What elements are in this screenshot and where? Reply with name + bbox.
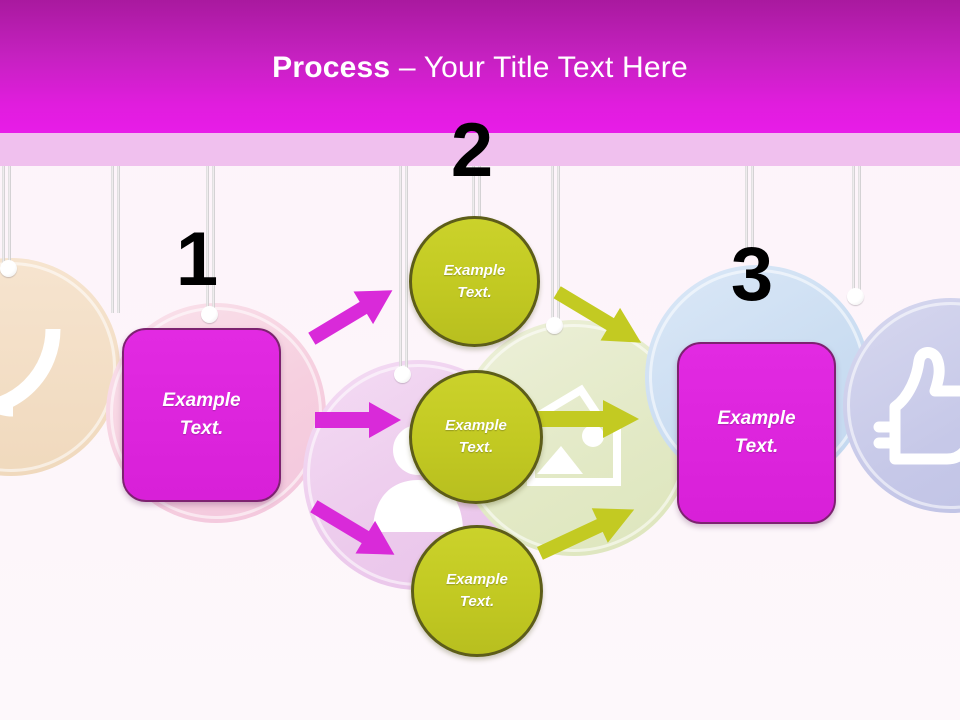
arrow-bubble-3-to-3	[533, 493, 643, 569]
bubble-2[interactable]: Example Text.	[409, 370, 543, 504]
rss-circle	[0, 258, 120, 476]
title-underbar	[0, 133, 960, 166]
hanging-string	[745, 133, 748, 255]
title-bar	[0, 0, 960, 133]
rss-icon	[0, 258, 120, 476]
hanging-string	[206, 133, 209, 315]
arrow-bubble-1-to-3	[548, 281, 652, 355]
hanging-string	[472, 133, 475, 219]
step-1-text-line2: Text.	[179, 418, 224, 439]
bubble-2-text-line1: Example	[445, 417, 507, 434]
step-number-1-text: 1	[175, 217, 219, 302]
arrow-1-to-bubble-2	[313, 400, 403, 440]
step-1-text: Example Text.	[162, 387, 240, 443]
page-title-strong: Process	[272, 51, 391, 84]
bubble-2-text-line2: Text.	[458, 439, 494, 456]
string-bead	[201, 306, 218, 323]
page-title-rest: – Your Title Text Here	[390, 51, 688, 84]
string-bead	[546, 317, 563, 334]
step-number-3-text: 3	[730, 232, 774, 317]
step-1-box[interactable]: Example Text.	[122, 328, 281, 502]
hanging-string	[212, 133, 215, 315]
hanging-string	[858, 133, 861, 295]
string-bead	[394, 366, 411, 383]
hanging-string	[852, 133, 855, 295]
hanging-string	[751, 133, 754, 255]
hanging-string	[551, 133, 554, 325]
hanging-string	[111, 133, 114, 313]
step-3-box[interactable]: Example Text.	[677, 342, 836, 524]
arrow-1-to-bubble-1	[303, 281, 403, 347]
bubble-1-text-line2: Text.	[457, 283, 492, 301]
hanging-string	[557, 133, 560, 325]
hanging-string	[117, 133, 120, 313]
thumbsup-circle	[843, 298, 960, 513]
bubble-3-text: Example Text.	[446, 569, 508, 613]
step-number-3: 3	[707, 237, 797, 313]
step-3-text-line2: Text.	[734, 436, 779, 457]
step-number-2-text: 2	[450, 108, 494, 193]
bubble-1-text-line1: Example	[443, 261, 506, 279]
arrow-bubble-2-to-3	[525, 398, 641, 440]
step-number-2: 2	[427, 113, 517, 189]
hanging-string	[478, 133, 481, 219]
bubble-2-text: Example Text.	[445, 415, 507, 459]
thumbs-up-icon	[843, 298, 960, 513]
page-title: Process – Your Title Text Here	[0, 50, 960, 86]
bubble-3-text-line1: Example	[446, 571, 508, 588]
hanging-string	[399, 133, 402, 373]
hanging-string	[8, 133, 11, 265]
bubble-3-text-line2: Text.	[459, 593, 495, 610]
string-bead	[847, 288, 864, 305]
step-3-text-line1: Example	[717, 408, 796, 429]
bubble-3[interactable]: Example Text.	[411, 525, 543, 657]
arrow-1-to-bubble-3	[305, 495, 405, 567]
hanging-string	[2, 133, 5, 265]
hanging-string	[405, 133, 408, 373]
step-number-1: 1	[152, 222, 242, 298]
step-1-text-line1: Example	[162, 390, 241, 411]
string-bead	[0, 260, 17, 277]
bubble-1-text: Example Text.	[444, 260, 506, 304]
step-3-text: Example Text.	[717, 405, 795, 461]
bubble-1[interactable]: Example Text.	[409, 216, 540, 347]
